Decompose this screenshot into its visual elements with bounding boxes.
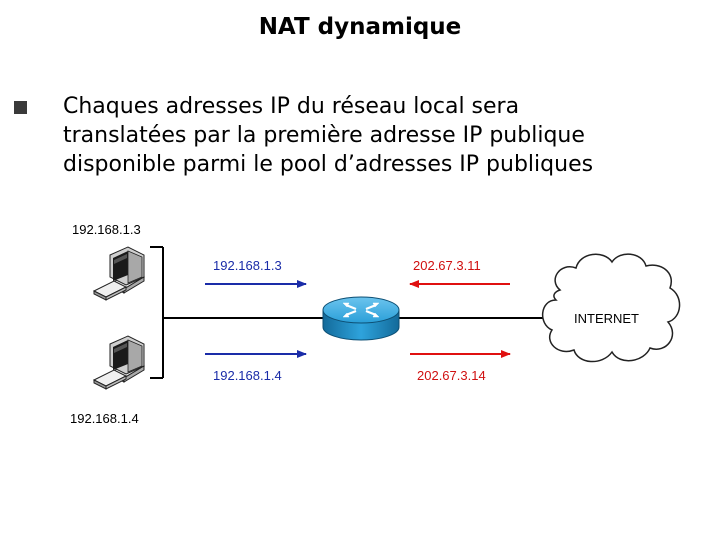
- slide-title: NAT dynamique: [258, 14, 462, 40]
- router-icon: [322, 296, 400, 341]
- internet-cloud-icon: [542, 253, 681, 363]
- internet-label: INTERNET: [574, 311, 639, 326]
- arrow-bottom-public-label: 202.67.3.14: [417, 368, 486, 383]
- bullet-line: disponible parmi le pool d’adresses IP p…: [63, 152, 594, 177]
- computer-bottom-icon: [92, 335, 146, 390]
- bullet-line: Chaques adresses IP du réseau local sera: [63, 94, 520, 119]
- host-top-label: 192.168.1.3: [72, 222, 141, 237]
- bullet-text: Chaques adresses IP du réseau local sera…: [63, 92, 703, 179]
- bullet-line: translatées par la première adresse IP p…: [63, 123, 585, 148]
- arrow-top-public-label: 202.67.3.11: [413, 258, 481, 273]
- host-bottom-label: 192.168.1.4: [70, 411, 139, 426]
- bullet-square-icon: [14, 101, 27, 114]
- arrow-top-private-label: 192.168.1.3: [213, 258, 282, 273]
- nat-arrows: [205, 280, 511, 358]
- arrow-bottom-private-label: 192.168.1.4: [213, 368, 282, 383]
- computer-top-icon: [92, 246, 146, 301]
